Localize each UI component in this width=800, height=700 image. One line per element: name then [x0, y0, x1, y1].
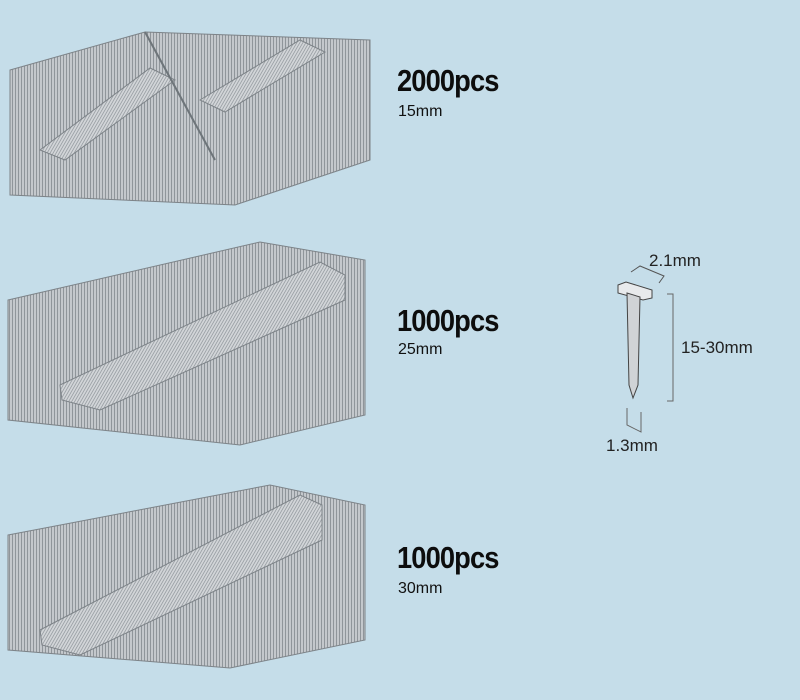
product-length: 15mm — [398, 103, 443, 120]
nail-pack-15mm — [9, 31, 371, 206]
product-quantity: 1000pcs — [397, 303, 499, 338]
product-quantity: 2000pcs — [397, 63, 499, 98]
product-quantity: 1000pcs — [397, 540, 499, 575]
head-width-label: 2.1mm — [649, 251, 701, 270]
nail-dimension-diagram — [617, 265, 674, 433]
product-length: 25mm — [398, 341, 443, 358]
product-length: 30mm — [398, 580, 443, 597]
nail-pack-30mm — [7, 484, 366, 669]
length-range-label: 15-30mm — [681, 338, 753, 357]
shank-width-label: 1.3mm — [606, 436, 658, 455]
nail-pack-25mm — [7, 241, 366, 446]
